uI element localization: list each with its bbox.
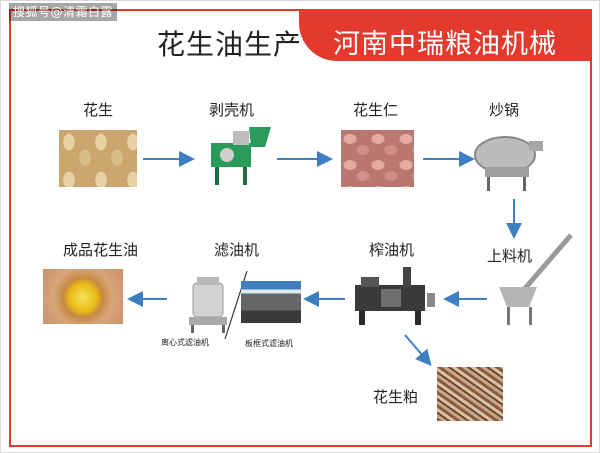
cake-image [437,367,503,421]
label-press: 榨油机 [369,241,415,259]
kernel-image [341,130,414,187]
centrifugal-filter-image [189,277,227,333]
sheller-machine-image [211,127,271,185]
label-centrifugal-filter: 离心式滤油机 [161,338,209,347]
label-finished-oil: 成品花生油 [63,241,139,259]
label-filter: 滤油机 [214,241,260,259]
label-roaster: 炒锅 [489,101,520,119]
page-title: 花生油生产 [157,28,303,61]
red-border [9,9,592,447]
company-banner [299,11,590,61]
plate-filter-image [241,281,301,323]
finished-oil-image [43,269,123,324]
watermark: 搜狐号@清霜白露 [9,3,118,21]
arrow-press-to-cake [404,334,432,367]
label-elevator: 上料机 [487,247,533,265]
label-sheller: 剥壳机 [209,101,255,119]
label-cake: 花生粕 [373,388,419,406]
label-plate-filter: 板框式滤油机 [245,339,293,348]
label-kernel: 花生仁 [353,101,399,119]
company-name: 河南中瑞粮油机械 [333,29,557,60]
press-machine-image [355,267,435,325]
label-peanut: 花生 [83,101,114,119]
peanut-image [59,130,137,187]
roaster-machine-image [474,136,543,191]
elevator-machine-image [499,233,573,325]
